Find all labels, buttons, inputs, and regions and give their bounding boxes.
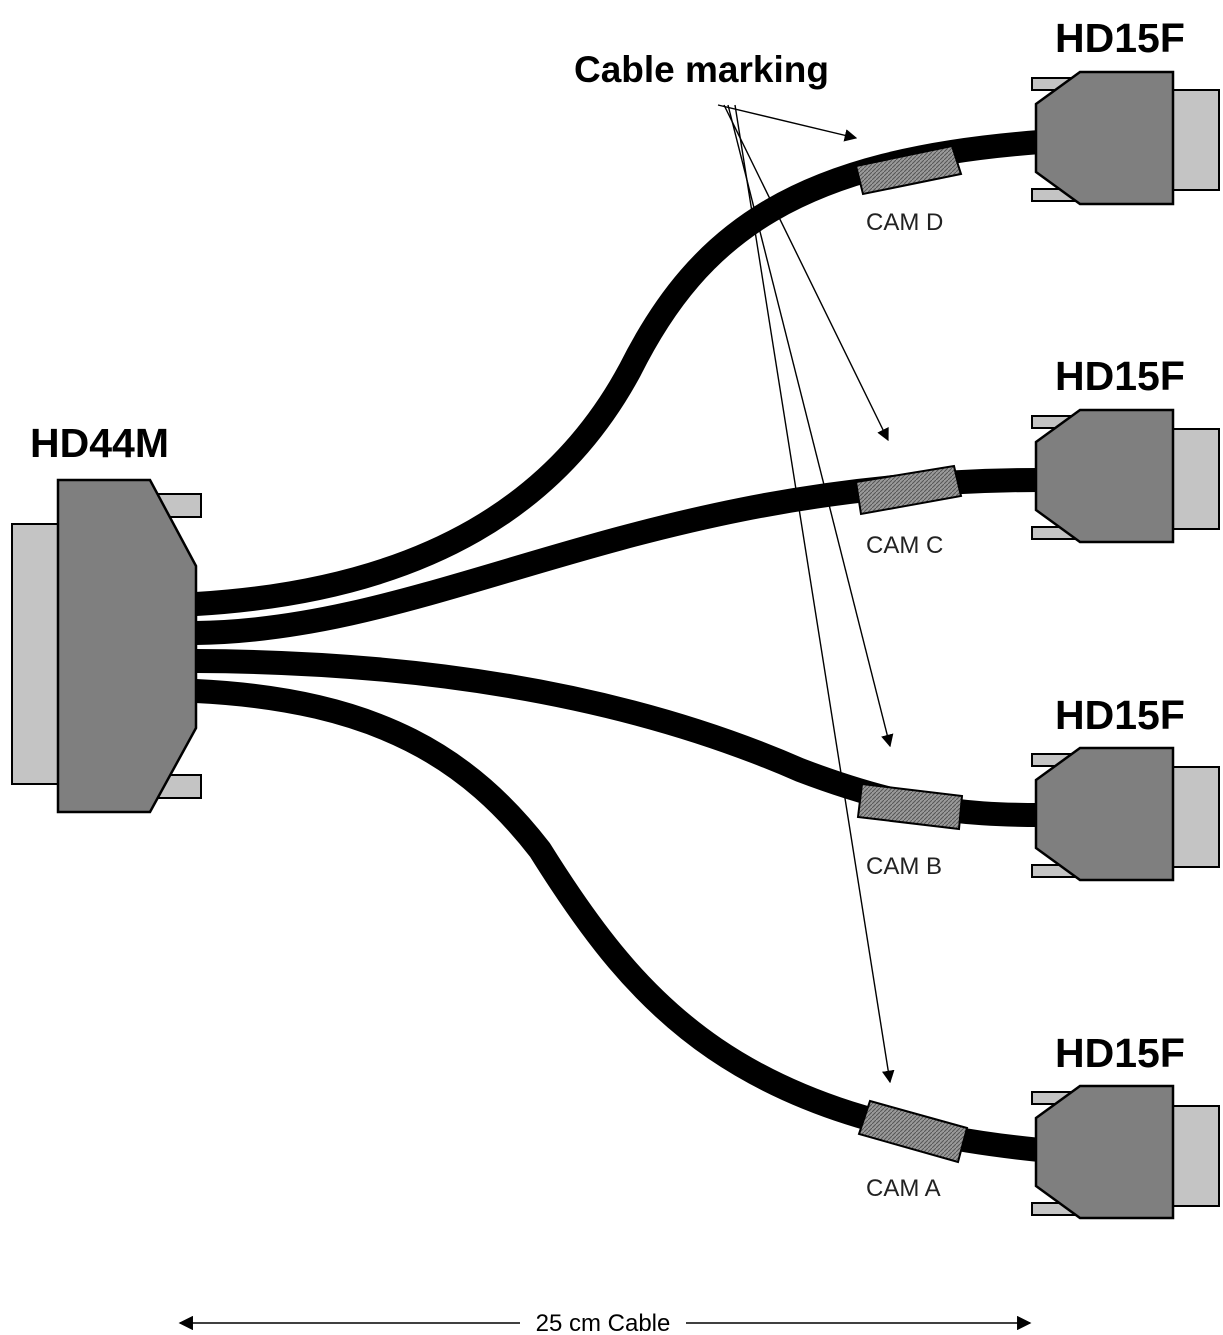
label-cam-a: CAM A bbox=[866, 1175, 941, 1202]
pointer-to-cam-b bbox=[727, 104, 894, 748]
label-hd15f-a: HD15F bbox=[1055, 1030, 1185, 1076]
marker-cam-a bbox=[857, 1099, 969, 1164]
label-hd44m: HD44M bbox=[30, 420, 169, 466]
hd15f-connector-a bbox=[1031, 1084, 1220, 1220]
label-cam-d: CAM D bbox=[866, 209, 943, 236]
marker-cam-c bbox=[854, 464, 963, 516]
label-cam-c: CAM C bbox=[866, 532, 943, 559]
hd15f-body bbox=[1034, 408, 1175, 544]
cable-length-dimension: 25 cm Cable bbox=[178, 1310, 1032, 1335]
cable-cam-a bbox=[195, 679, 1042, 1162]
hd44m-shell bbox=[11, 523, 63, 785]
pointer-to-cam-c bbox=[723, 104, 889, 442]
hd44m-body bbox=[56, 478, 198, 814]
label-hd15f-d: HD15F bbox=[1055, 15, 1185, 61]
hd15f-connector-d bbox=[1031, 70, 1220, 206]
hd15f-body bbox=[1034, 70, 1175, 206]
label-cam-b: CAM B bbox=[866, 853, 942, 880]
cable-markers bbox=[854, 144, 969, 1164]
hd44m-connector bbox=[11, 478, 202, 814]
label-cable-length: 25 cm Cable bbox=[536, 1310, 671, 1335]
label-hd15f-c: HD15F bbox=[1055, 353, 1185, 399]
marking-pointers bbox=[717, 104, 895, 1084]
pointer-to-cam-a bbox=[734, 104, 895, 1084]
label-cable-marking: Cable marking bbox=[574, 49, 829, 90]
hd15f-connector-c bbox=[1031, 408, 1220, 544]
pointer-to-cam-d bbox=[717, 104, 858, 142]
label-hd15f-b: HD15F bbox=[1055, 692, 1185, 738]
marker-cam-b bbox=[856, 782, 964, 831]
hd15f-body bbox=[1034, 1084, 1175, 1220]
hd15f-connector-b bbox=[1031, 746, 1220, 882]
hd15f-body bbox=[1034, 746, 1175, 882]
cable-cam-d bbox=[195, 130, 1041, 616]
cable-bundle bbox=[195, 130, 1042, 1162]
marker-cam-d bbox=[854, 144, 963, 196]
